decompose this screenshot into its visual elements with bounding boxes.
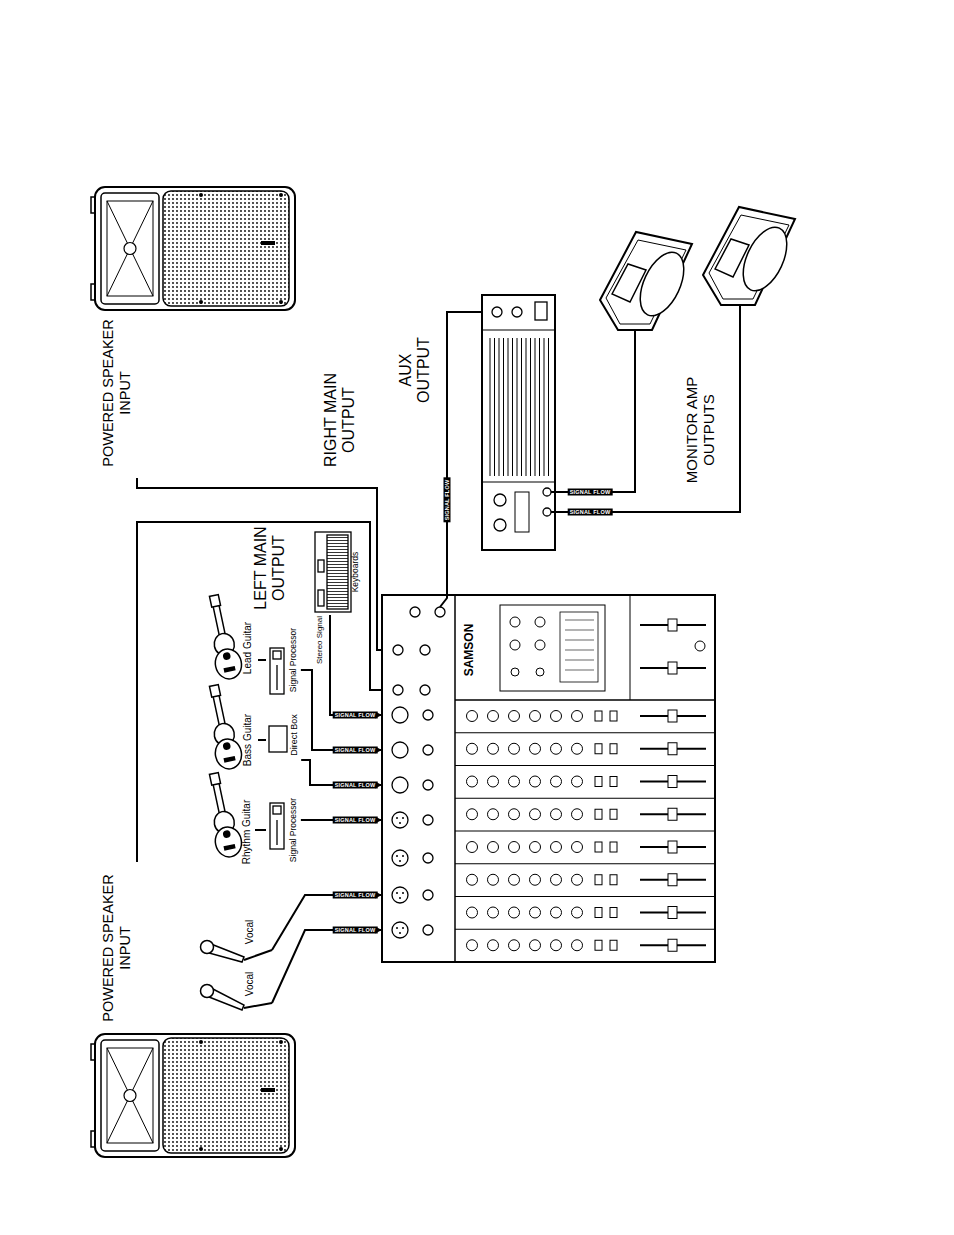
signal-cable xyxy=(272,895,382,950)
callout-label: MONITOR AMP OUTPUTS xyxy=(683,373,718,488)
signal-flow-tag: SIGNAL FLOW xyxy=(568,509,613,516)
signal-flow-tag: SIGNAL FLOW xyxy=(333,747,378,754)
signal-cable xyxy=(258,659,266,661)
guitar: Rhythm Guitar xyxy=(200,790,255,870)
node-label: Signal Processor xyxy=(289,798,299,862)
signal-flow-tag: SIGNAL FLOW xyxy=(568,489,613,496)
direct-box: Direct Box xyxy=(266,700,301,770)
node-label: POWERED SPEAKER INPUT xyxy=(100,868,133,1028)
node-label: Vocal xyxy=(244,920,256,944)
signal-processor: Signal Processor xyxy=(266,622,301,698)
mixer: SAMSON xyxy=(382,595,715,962)
node-label: Keyboards xyxy=(351,552,361,593)
signal-flow-tag: SIGNAL FLOW xyxy=(333,712,378,719)
node-label: Vocal xyxy=(244,972,256,996)
node-label: Bass Guitar xyxy=(242,714,254,766)
callout-label: RIGHT MAIN OUTPUT xyxy=(322,370,359,470)
signal-cable xyxy=(255,829,266,831)
signal-flow-tag: SIGNAL FLOW xyxy=(333,817,378,824)
node-label: POWERED SPEAKER INPUT xyxy=(100,313,133,473)
guitar: Lead Guitar xyxy=(200,615,258,680)
node-label: Signal Processor xyxy=(289,628,299,692)
powered-speaker: POWERED SPEAKER INPUT xyxy=(95,862,300,1162)
microphone: Vocal xyxy=(195,968,272,1018)
signal-flow-tag: SIGNAL FLOW xyxy=(333,892,378,899)
signal-cable xyxy=(330,615,382,715)
node-label: SAMSON xyxy=(463,624,477,677)
node-label: Direct Box xyxy=(289,714,299,756)
signal-flow-tag: SIGNAL FLOW xyxy=(333,782,378,789)
signal-flow-tag: SIGNAL FLOW xyxy=(333,927,378,934)
powered-speaker: POWERED SPEAKER INPUT xyxy=(95,183,300,478)
microphone: Vocal xyxy=(195,915,272,966)
signal-flow-tag: SIGNAL FLOW xyxy=(444,478,451,523)
guitar: Bass Guitar xyxy=(200,700,258,780)
keyboard: Keyboards xyxy=(312,528,363,615)
callout-label: AUX OUTPUT xyxy=(397,333,434,408)
callout-label: Stereo Signal xyxy=(315,616,324,664)
node-label: Lead Guitar xyxy=(242,622,254,674)
signal-processor: Signal Processor xyxy=(266,795,301,865)
signal-cable xyxy=(272,930,382,1003)
signal-cable xyxy=(137,478,382,650)
node-label: Rhythm Guitar xyxy=(241,800,253,864)
signal-cable xyxy=(258,739,266,741)
callout-label: LEFT MAIN OUTPUT xyxy=(252,521,289,616)
